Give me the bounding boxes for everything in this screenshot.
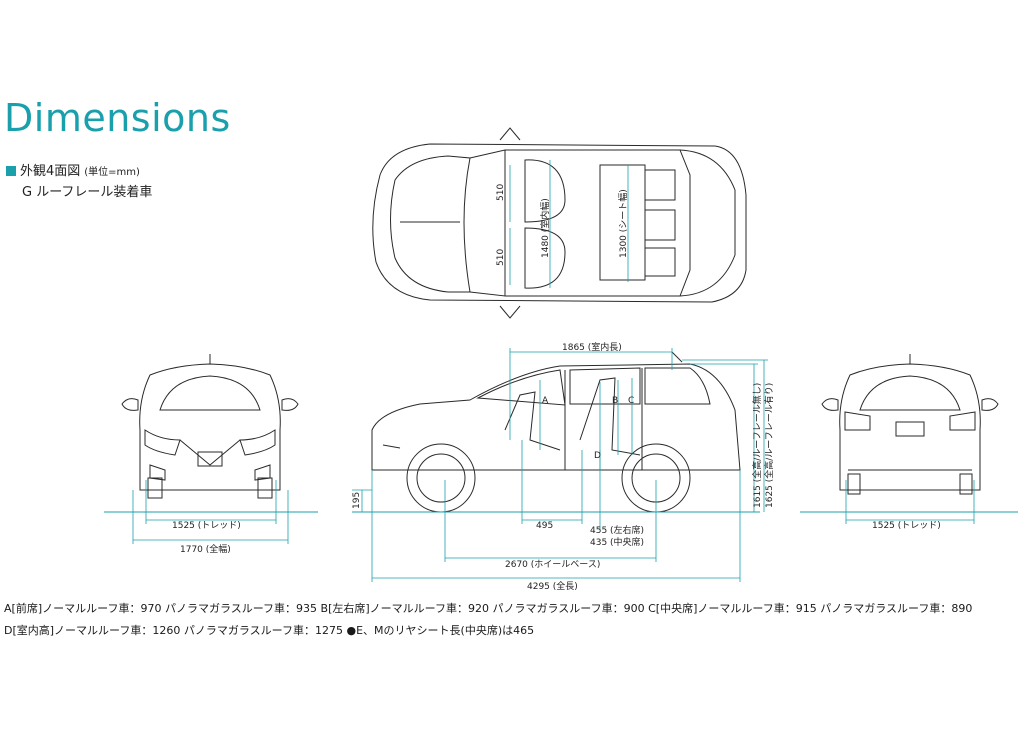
dimension-lines xyxy=(132,160,975,582)
side-rear-seat-center: 435 (中央席) xyxy=(590,536,644,548)
side-height-rail: 1625 (全高/ルーフレール有り) xyxy=(763,383,775,508)
side-label-c: C xyxy=(628,396,634,406)
rear-view-car xyxy=(821,354,999,495)
side-wheelbase: 2670 (ホイールベース) xyxy=(505,559,600,570)
side-label-b: B xyxy=(612,396,618,406)
top-view-car xyxy=(372,127,747,319)
side-front-seat-dim: 495 xyxy=(536,521,553,531)
diagram-heading: 外観4面図(単位=mm) xyxy=(6,160,140,179)
side-view-car xyxy=(371,351,741,513)
square-bullet-icon xyxy=(6,166,16,176)
top-seat-width-2: 510 xyxy=(496,249,506,266)
page-title: Dimensions xyxy=(4,96,231,140)
side-label-a: A xyxy=(542,396,549,406)
unit-label: (単位=mm) xyxy=(84,167,140,178)
note-seat-heights: A[前席]ノーマルルーフ車：970 パノラマガラスルーフ車：935 B[左右席]… xyxy=(4,602,973,615)
note-interior-height: D[室内高]ノーマルルーフ車：1260 パノラマガラスルーフ車：1275 ●E、… xyxy=(4,624,535,637)
top-seat-width-1: 510 xyxy=(496,184,506,201)
side-overall-length: 4295 (全長) xyxy=(527,580,578,592)
top-seat-width-total: 1300 (シート幅) xyxy=(617,189,629,258)
side-height-no-rail: 1615 (全高/ルーフレール無し) xyxy=(751,383,763,508)
front-overall-width: 1770 (全幅) xyxy=(180,543,231,555)
side-label-d: D xyxy=(594,451,601,461)
front-tread: 1525 (トレッド) xyxy=(172,521,241,531)
side-rear-seat-lr: 455 (左右席) xyxy=(590,524,644,536)
side-ground-clearance: 195 xyxy=(352,492,362,509)
heading-text: 外観4面図 xyxy=(20,164,81,179)
side-interior-length: 1865 (室内長) xyxy=(562,341,622,353)
model-label: G ルーフレール装着車 xyxy=(22,185,153,200)
front-view-car xyxy=(121,354,299,499)
top-interior-width: 1480 (室内幅) xyxy=(539,198,551,258)
rear-tread: 1525 (トレッド) xyxy=(872,521,941,531)
